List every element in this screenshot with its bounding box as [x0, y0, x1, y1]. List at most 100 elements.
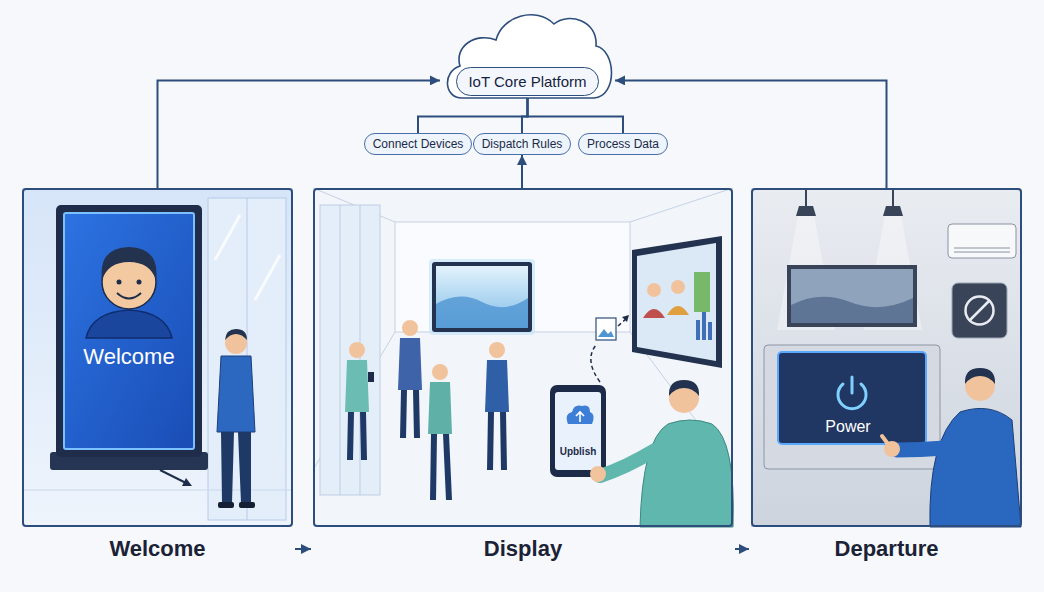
phone-user-figure — [600, 450, 655, 476]
kiosk-figure — [117, 293, 141, 299]
off-icon — [966, 297, 994, 325]
side-screen — [708, 322, 712, 340]
ceiling-lamp — [883, 206, 903, 216]
function-name: Dispatch Rules — [482, 137, 563, 151]
function-pill: Process Data — [578, 133, 668, 155]
display-scene — [630, 188, 733, 222]
visitor-figure — [430, 434, 452, 500]
side-screen — [632, 236, 722, 368]
phone-user-figure — [567, 406, 594, 424]
phone-user-figure — [555, 392, 601, 470]
kiosk-figure — [137, 280, 142, 285]
visitor-figure — [221, 432, 251, 503]
control-panel — [851, 377, 854, 393]
kiosk-figure — [182, 478, 192, 486]
wall-screen — [432, 262, 532, 332]
visitor-figure — [345, 342, 374, 460]
side-screen — [643, 309, 665, 318]
visitor-figure — [400, 390, 420, 438]
air-conditioner — [948, 224, 1016, 258]
stage-caption: Departure — [751, 535, 1022, 563]
panel-frame — [313, 188, 733, 527]
visitor-figure — [487, 412, 507, 470]
visitor-figure — [345, 360, 369, 412]
operator-figure — [897, 448, 945, 450]
kiosk-figure — [64, 213, 194, 449]
display-scene — [313, 188, 733, 527]
visitor-figure — [398, 320, 422, 438]
flow-connector — [295, 548, 311, 550]
flow-connector — [521, 155, 523, 188]
kiosk-figure — [50, 205, 208, 486]
operator-figure — [965, 368, 995, 384]
side-screen — [694, 272, 710, 312]
off-icon — [969, 300, 990, 321]
scene-panel: Display — [313, 188, 733, 568]
phone-user-figure — [590, 466, 606, 482]
air-conditioner — [954, 252, 1010, 253]
wall-screen — [436, 266, 528, 328]
function-pill: Connect Devices — [364, 133, 473, 155]
screen-label: Power — [825, 418, 870, 436]
stage-caption: Display — [313, 535, 733, 563]
departure-scene — [751, 188, 1022, 527]
display-scene — [313, 188, 733, 527]
panel-frame — [751, 188, 1022, 527]
flow-connector — [418, 98, 528, 133]
visitor-figure — [368, 372, 374, 382]
side-screen — [647, 283, 661, 297]
welcome-scene — [22, 188, 293, 527]
scene-panel: Welcome — [22, 188, 293, 568]
kiosk-figure — [56, 205, 202, 457]
visitor-figure — [485, 360, 509, 412]
phone-user-figure — [640, 420, 733, 527]
display-scene — [320, 205, 380, 495]
visitor-figure — [485, 342, 509, 470]
wall-screen — [436, 296, 528, 328]
welcome-scene — [22, 490, 293, 491]
ceiling-lamp — [892, 190, 894, 206]
kiosk-figure — [160, 470, 188, 484]
phone-user-figure — [550, 385, 606, 477]
welcome-scene — [208, 198, 286, 520]
upload-image-icon — [596, 318, 616, 340]
operator-figure — [882, 368, 1021, 527]
visitor-figure — [347, 412, 367, 460]
cloud-platform: IoT Core Platform — [440, 2, 615, 100]
visitor-figure — [239, 502, 255, 508]
upload-image-icon — [591, 315, 629, 382]
tv-screen — [787, 265, 917, 327]
tv-screen — [791, 269, 913, 323]
tv-screen — [787, 265, 917, 327]
tv-screen — [791, 297, 913, 323]
flow-connector — [735, 548, 749, 550]
platform-name: IoT Core Platform — [456, 67, 598, 96]
visitor-figure — [218, 502, 234, 508]
phone-user-figure — [576, 412, 584, 422]
visitor-figure — [432, 364, 448, 380]
phone-user-figure — [669, 380, 699, 396]
off-icon — [952, 283, 1007, 338]
screen-label: Upblish — [560, 446, 597, 457]
visitor-figure — [217, 329, 255, 508]
side-screen — [702, 312, 706, 340]
visitor-figure — [402, 320, 418, 336]
visitor-figure — [489, 342, 505, 358]
departure-scene — [751, 188, 1022, 527]
control-panel — [778, 352, 926, 444]
cloud-shape — [447, 15, 611, 98]
side-screen — [632, 236, 722, 368]
ceiling-lamp — [796, 190, 903, 216]
function-name: Process Data — [587, 137, 659, 151]
wall-screen — [429, 259, 535, 335]
side-screen — [671, 280, 685, 294]
air-conditioner — [948, 224, 1016, 258]
operator-figure — [930, 408, 1021, 527]
side-screen — [637, 243, 716, 361]
function-pill: Dispatch Rules — [473, 133, 572, 155]
screen-label: Welcome — [83, 344, 174, 370]
function-name: Connect Devices — [373, 137, 464, 151]
upload-image-icon — [598, 329, 614, 337]
air-conditioner — [954, 248, 1010, 249]
display-scene — [340, 205, 341, 495]
